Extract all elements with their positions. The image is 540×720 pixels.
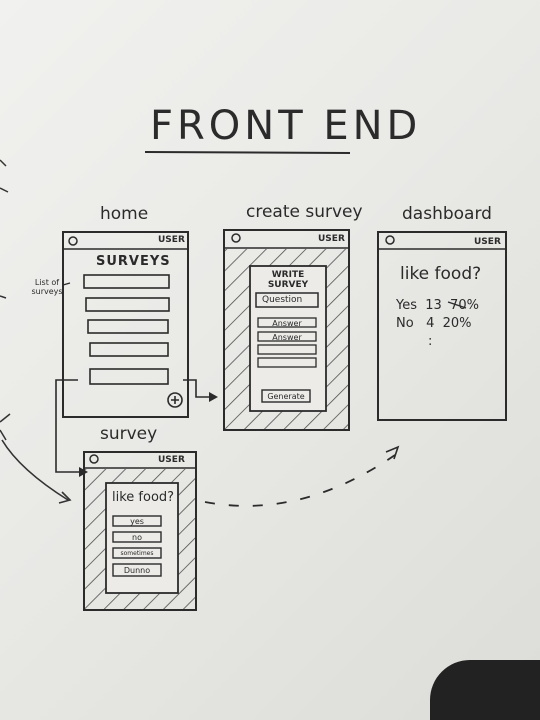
- title-underline: [144, 151, 351, 154]
- home-label: home: [100, 204, 149, 224]
- dashboard-row-yes: Yes 13 70%: [396, 298, 479, 313]
- survey-question: like food?: [112, 490, 175, 505]
- home-user-label: USER: [158, 235, 185, 245]
- create-heading: WRITE SURVEY: [267, 270, 309, 290]
- dashboard-user-label: USER: [474, 237, 501, 247]
- dark-corner: [430, 660, 540, 720]
- home-phone-frame: [62, 231, 189, 418]
- page-title: FRONT END: [150, 103, 422, 149]
- survey-phone-frame: [83, 451, 197, 611]
- dashboard-question: like food?: [400, 264, 482, 284]
- create-question: Question: [262, 295, 303, 305]
- home-note: List of surveys: [31, 278, 63, 296]
- survey-label: survey: [100, 424, 158, 444]
- create-answer-1: Answer: [272, 319, 302, 328]
- dashboard-row-no: No 4 20%: [396, 316, 472, 331]
- dashboard-phone-frame: [377, 231, 507, 421]
- create-generate: Generate: [267, 392, 305, 401]
- home-heading: SURVEYS: [96, 254, 171, 269]
- create-user-label: USER: [318, 234, 345, 244]
- survey-option-yes: yes: [130, 517, 144, 526]
- create-answer-2: Answer: [272, 333, 302, 342]
- survey-user-label: USER: [158, 455, 185, 465]
- dashboard-label: dashboard: [402, 204, 492, 224]
- survey-option-no: no: [132, 533, 142, 542]
- dashboard-ellipsis: :: [428, 334, 433, 349]
- survey-option-sometimes: sometimes: [120, 550, 154, 557]
- survey-option-dunno: Dunno: [123, 566, 151, 575]
- add-circle-icon: [167, 392, 183, 408]
- create-phone-frame: [223, 229, 350, 431]
- create-label: create survey: [246, 202, 363, 222]
